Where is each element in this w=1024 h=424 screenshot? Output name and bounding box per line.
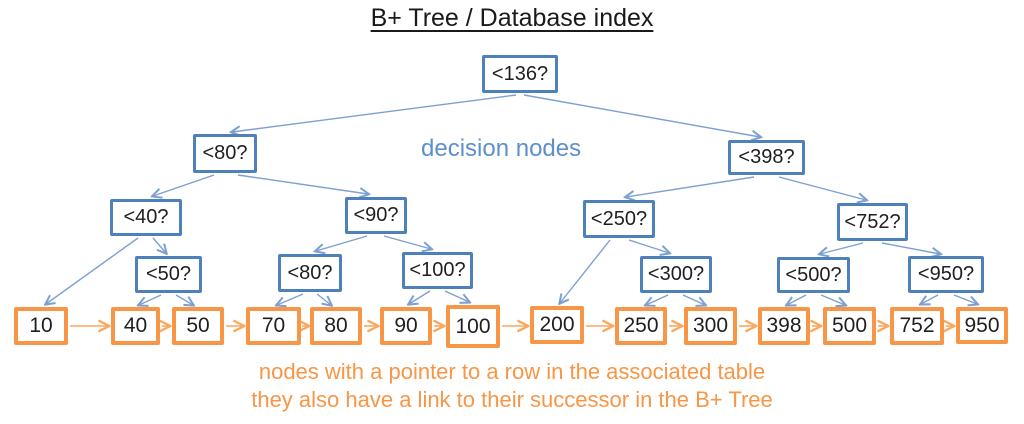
decision-node-500: <500? bbox=[777, 257, 850, 293]
edge-80-to-40 bbox=[153, 174, 215, 196]
edge-136-to-80 bbox=[232, 94, 517, 132]
decision-node-136: <136? bbox=[482, 55, 558, 93]
decision-node-250: <250? bbox=[583, 200, 655, 238]
edge-100-to-leaf100 bbox=[444, 290, 469, 302]
decision-nodes-annotation: decision nodes bbox=[421, 135, 582, 162]
edge-250-to-leaf200 bbox=[560, 239, 611, 303]
leaf-node-500: 500 bbox=[823, 307, 876, 345]
edge-950-to-leaf950 bbox=[953, 294, 977, 304]
edge-40-to-50 bbox=[152, 237, 166, 253]
edge-752-to-950 bbox=[881, 242, 940, 254]
edge-250-to-300 bbox=[628, 239, 669, 253]
edge-500-to-leaf500 bbox=[820, 294, 845, 305]
leaf-node-752: 752 bbox=[890, 307, 944, 345]
edge-100-to-leaf90 bbox=[409, 290, 431, 304]
decision-node-950: <950? bbox=[908, 256, 984, 293]
leaf-node-398: 398 bbox=[758, 307, 810, 345]
decision-node-752: <752? bbox=[837, 203, 908, 241]
edge-80-to-90 bbox=[237, 174, 368, 194]
decision-node-90: <90? bbox=[345, 197, 407, 234]
edge-300-to-leaf250 bbox=[646, 294, 669, 305]
edge-50-to-leaf40 bbox=[139, 294, 162, 305]
decision-node-40: <40? bbox=[110, 199, 182, 236]
leaf-node-950: 950 bbox=[956, 307, 1008, 344]
edge-50-to-leaf50 bbox=[175, 294, 193, 305]
leaf-note-line1: nodes with a pointer to a row in the ass… bbox=[258, 359, 766, 384]
leaf-node-250: 250 bbox=[615, 307, 667, 345]
decision-node-398: <398? bbox=[728, 140, 805, 175]
leaf-node-50: 50 bbox=[172, 307, 224, 345]
diagram-title: B+ Tree / Database index bbox=[370, 4, 654, 32]
leaf-node-70: 70 bbox=[246, 307, 301, 345]
edge-136-to-398 bbox=[523, 94, 760, 137]
leaf-node-80: 80 bbox=[310, 307, 362, 345]
decision-node-80: <80? bbox=[193, 134, 257, 173]
leaf-node-300: 300 bbox=[684, 307, 737, 345]
leaf-node-90: 90 bbox=[380, 307, 432, 345]
edge-398-to-752 bbox=[778, 176, 866, 200]
decision-node-300: <300? bbox=[640, 256, 712, 293]
leaf-node-40: 40 bbox=[111, 307, 160, 345]
leaf-note: nodes with a pointer to a row in the ass… bbox=[0, 358, 1024, 414]
decision-node-80b: <80? bbox=[278, 254, 342, 292]
leaf-note-line2: they also have a link to their successor… bbox=[251, 387, 773, 412]
edge-80b-to-leaf80 bbox=[316, 293, 331, 305]
decision-node-100: <100? bbox=[402, 252, 473, 289]
edge-500-to-leaf398 bbox=[787, 294, 807, 305]
edge-398-to-250 bbox=[626, 176, 755, 197]
edge-300-to-leaf300 bbox=[682, 294, 705, 305]
leaf-node-100: 100 bbox=[446, 305, 500, 348]
leaf-node-200: 200 bbox=[530, 306, 584, 344]
decision-node-50: <50? bbox=[135, 256, 202, 293]
edge-950-to-leaf752 bbox=[921, 294, 939, 304]
edge-80b-to-leaf70 bbox=[277, 293, 304, 305]
edge-90-to-80b bbox=[316, 235, 368, 251]
leaf-node-10: 10 bbox=[14, 307, 68, 345]
edge-752-to-500 bbox=[820, 242, 864, 254]
edge-40-to-leaf10 bbox=[46, 237, 139, 304]
edge-90-to-100 bbox=[383, 235, 431, 249]
